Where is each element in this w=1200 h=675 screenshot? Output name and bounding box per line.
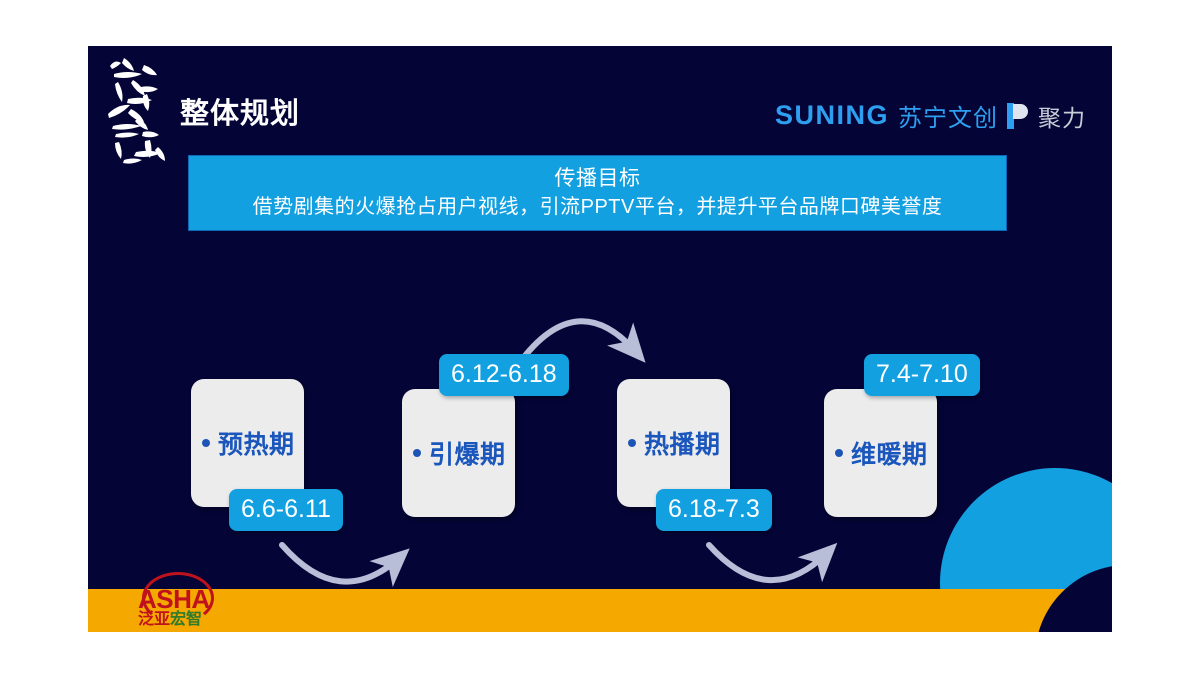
stage-box-maintain[interactable]: 维暖期 — [824, 389, 937, 517]
page-title: 整体规划 — [180, 98, 301, 130]
brand-suning-wordmark: SUNING — [774, 100, 889, 130]
date-badge-hotplay[interactable]: 6.18-7.3 — [656, 489, 772, 531]
brand-lockup: SUNING 苏宁文创 聚力 — [775, 98, 1086, 133]
stage-label-warmup: 预热期 — [218, 431, 295, 459]
date-badge-warmup[interactable]: 6.6-6.11 — [229, 489, 343, 531]
stage-bullet-icon — [835, 449, 843, 457]
stage-bullet-icon — [202, 439, 210, 447]
asha-cn-green: 宏智 — [170, 611, 203, 628]
brand-juli-cn: 聚力 — [1038, 104, 1086, 131]
stage-label-hotplay: 热播期 — [644, 431, 721, 459]
stage-box-hotplay[interactable]: 热播期 — [617, 379, 730, 507]
goal-banner: 传播目标 借势剧集的火爆抢占用户视线，引流PPTV平台，并提升平台品牌口碑美誉度 — [188, 155, 1007, 231]
footer-orange-band — [88, 589, 1112, 632]
stage-box-warmup[interactable]: 预热期 — [191, 379, 304, 507]
stage-label-ignite: 引爆期 — [429, 441, 506, 469]
date-badge-ignite[interactable]: 6.12-6.18 — [439, 354, 569, 396]
stage-label-maintain: 维暖期 — [851, 441, 928, 469]
stage-bullet-icon — [413, 449, 421, 457]
drama-calligraphy-logo — [108, 58, 165, 164]
campaign-flow-diagram: 预热期 6.6-6.11 引爆期 6.12-6.18 热播期 — [88, 246, 1112, 606]
asha-arc-icon — [142, 572, 214, 624]
pptv-p-icon — [1007, 102, 1029, 129]
asha-wordmark-cn: 泛亚宏智 — [138, 611, 202, 629]
slide-canvas: 整体规划 SUNING 苏宁文创 聚力 传播目标 借势剧集的火爆抢占用户视线，引… — [88, 46, 1112, 632]
arrow-hotplay-to-maintain — [706, 542, 838, 584]
brand-suning-cn: 苏宁文创 — [898, 105, 998, 132]
goal-banner-subtitle: 借势剧集的火爆抢占用户视线，引流PPTV平台，并提升平台品牌口碑美誉度 — [252, 196, 943, 218]
goal-banner-title: 传播目标 — [554, 167, 641, 190]
arrow-warmup-to-ignite — [279, 542, 410, 587]
stage-bullet-icon — [628, 439, 636, 447]
date-badge-maintain[interactable]: 7.4-7.10 — [864, 354, 980, 396]
stage-box-ignite[interactable]: 引爆期 — [402, 389, 515, 517]
asha-logo: ASHA 泛亚宏智 — [136, 572, 234, 632]
asha-wordmark: ASHA — [138, 584, 210, 614]
asha-cn-red: 泛亚 — [138, 611, 171, 628]
